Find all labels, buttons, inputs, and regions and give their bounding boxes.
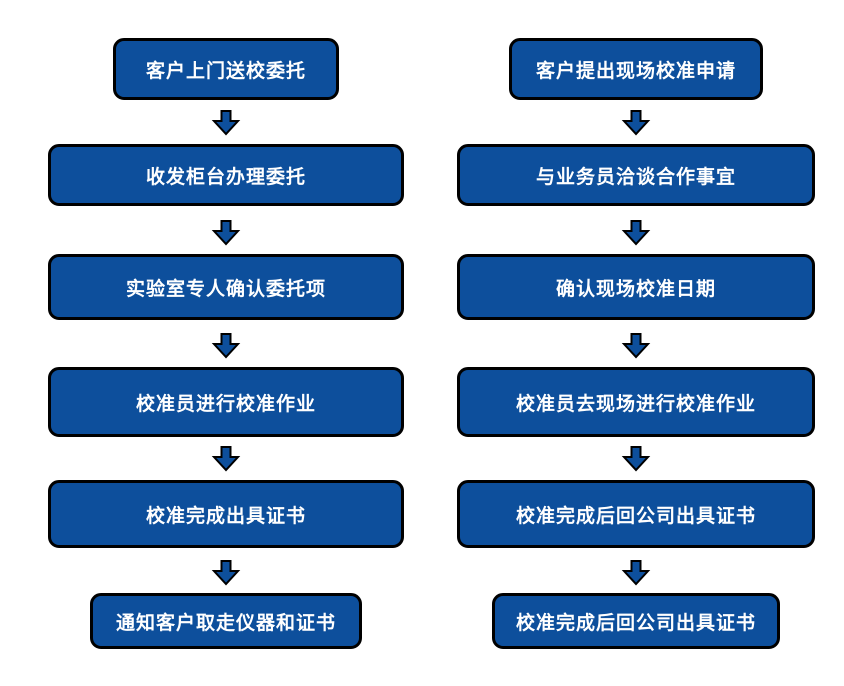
flow-step-box: 校准完成后回公司出具证书 bbox=[492, 593, 780, 649]
flow-step-box: 校准员进行校准作业 bbox=[48, 367, 404, 437]
down-arrow-icon bbox=[211, 220, 241, 246]
down-arrow-icon bbox=[211, 333, 241, 359]
flow-step-label: 确认现场校准日期 bbox=[555, 278, 716, 300]
down-arrow-icon bbox=[621, 110, 651, 136]
flow-step-label: 校准完成后回公司出具证书 bbox=[515, 505, 756, 527]
down-arrow-icon bbox=[211, 560, 241, 586]
flow-step-box: 客户上门送校委托 bbox=[113, 38, 339, 100]
down-arrow-icon bbox=[621, 333, 651, 359]
flow-step-box: 校准员去现场进行校准作业 bbox=[457, 367, 815, 437]
flow-step-box: 实验室专人确认委托项 bbox=[48, 254, 404, 320]
flow-step-label: 通知客户取走仪器和证书 bbox=[115, 612, 336, 634]
flow-step-label: 校准员去现场进行校准作业 bbox=[515, 393, 756, 415]
flow-step-label: 校准完成出具证书 bbox=[145, 505, 306, 527]
down-arrow-icon bbox=[621, 560, 651, 586]
flow-step-box: 通知客户取走仪器和证书 bbox=[90, 593, 362, 649]
down-arrow-icon bbox=[621, 446, 651, 472]
flow-step-label: 校准员进行校准作业 bbox=[135, 393, 316, 415]
down-arrow-icon bbox=[211, 446, 241, 472]
flow-step-label: 与业务员洽谈合作事宜 bbox=[535, 166, 736, 188]
flow-step-box: 校准完成出具证书 bbox=[48, 480, 404, 548]
flow-step-label: 校准完成后回公司出具证书 bbox=[515, 612, 756, 634]
flow-step-label: 实验室专人确认委托项 bbox=[125, 278, 326, 300]
flow-step-box: 确认现场校准日期 bbox=[457, 254, 815, 320]
flow-step-label: 客户上门送校委托 bbox=[145, 60, 306, 82]
down-arrow-icon bbox=[211, 110, 241, 136]
flow-column-left: 客户上门送校委托 收发柜台办理委托 实验室专人确认委托项 校准员进行校准作业 校… bbox=[48, 0, 404, 649]
flow-column-right: 客户提出现场校准申请 与业务员洽谈合作事宜 确认现场校准日期 校准员去现场进行校… bbox=[457, 0, 815, 649]
flow-step-box: 与业务员洽谈合作事宜 bbox=[457, 144, 815, 206]
flow-step-box: 校准完成后回公司出具证书 bbox=[457, 480, 815, 548]
flow-step-label: 客户提出现场校准申请 bbox=[535, 60, 736, 82]
down-arrow-icon bbox=[621, 220, 651, 246]
flow-step-box: 客户提出现场校准申请 bbox=[509, 38, 763, 100]
flow-step-label: 收发柜台办理委托 bbox=[145, 166, 306, 188]
flow-step-box: 收发柜台办理委托 bbox=[48, 144, 404, 206]
